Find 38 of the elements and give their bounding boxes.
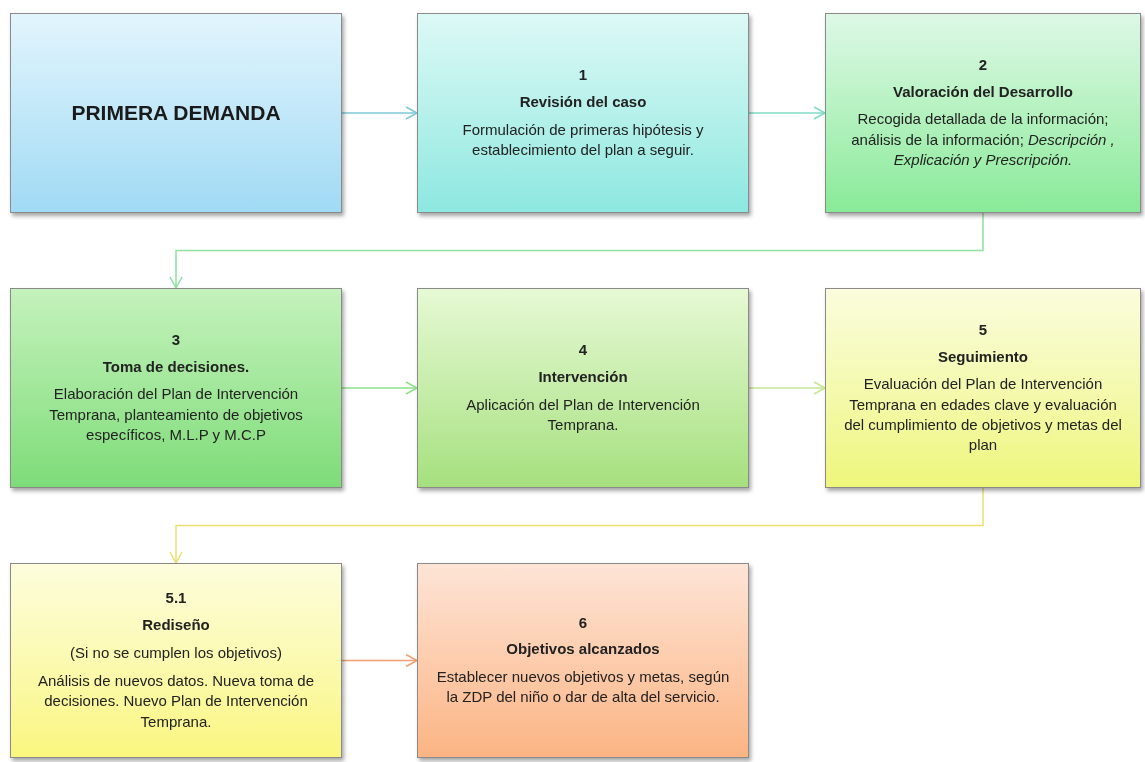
step-number: 5 [978,320,988,340]
process-box [825,288,1141,488]
step-number: 5.1 [165,589,187,608]
arrow [748,381,826,395]
arrow [341,381,418,395]
step-description: Análisis de nuevos datos. Nueva toma de decisiones. Nuevo Plan de Intervención Temprana. [37,671,315,732]
process-box [10,13,342,213]
step-description: Formulación de primeras hipótesis y establecimiento del plan a seguir. [461,119,705,160]
step-number: 1 [578,66,588,85]
step-description: Establecer nuevos objetivos y metas, según la ZDP del niño o dar de alta del servicio. [435,667,731,708]
step-number: 6 [578,613,588,633]
arrow [169,212,984,289]
process-box [10,563,342,758]
process-box [417,288,749,488]
arrow [341,653,418,668]
step-title: Intervención [538,367,628,387]
step-title: PRIMERA DEMANDA [71,100,281,127]
step-description: Aplicación del Plan de Intervención Temprana. [465,394,701,435]
step-title: Seguimiento [938,347,1028,367]
process-box [825,13,1141,213]
arrow [748,106,826,120]
step-title: Valoración del Desarrollo [892,82,1074,102]
arrow [169,487,984,564]
step-number: 3 [171,330,181,350]
step-number: 4 [578,341,588,360]
process-box [417,563,749,758]
step-title: Toma de decisiones. [102,357,250,377]
process-box [10,288,342,488]
step-description: (Si no se cumplen los objetivos) [70,642,282,663]
step-number: 2 [978,55,988,75]
step-title: Objetivos alcanzados [506,640,660,659]
arrow [341,106,418,120]
step-description: Elaboración del Plan de Intervención Temprana, planteamiento de objetivos específicos, M.L.P y M.C.P [48,384,304,445]
step-description: Evaluación del Plan de Intervención Temprana en edades clave y evaluación del cumplimiento de objetivos y metas del plan [843,374,1123,455]
step-title: Rediseño [142,616,210,635]
step-description: Recogida detallada de la información; análisis de la información; Descripción , Explicación y Prescripción. [850,109,1116,170]
process-box [417,13,749,213]
step-title: Revisión del caso [519,92,647,112]
